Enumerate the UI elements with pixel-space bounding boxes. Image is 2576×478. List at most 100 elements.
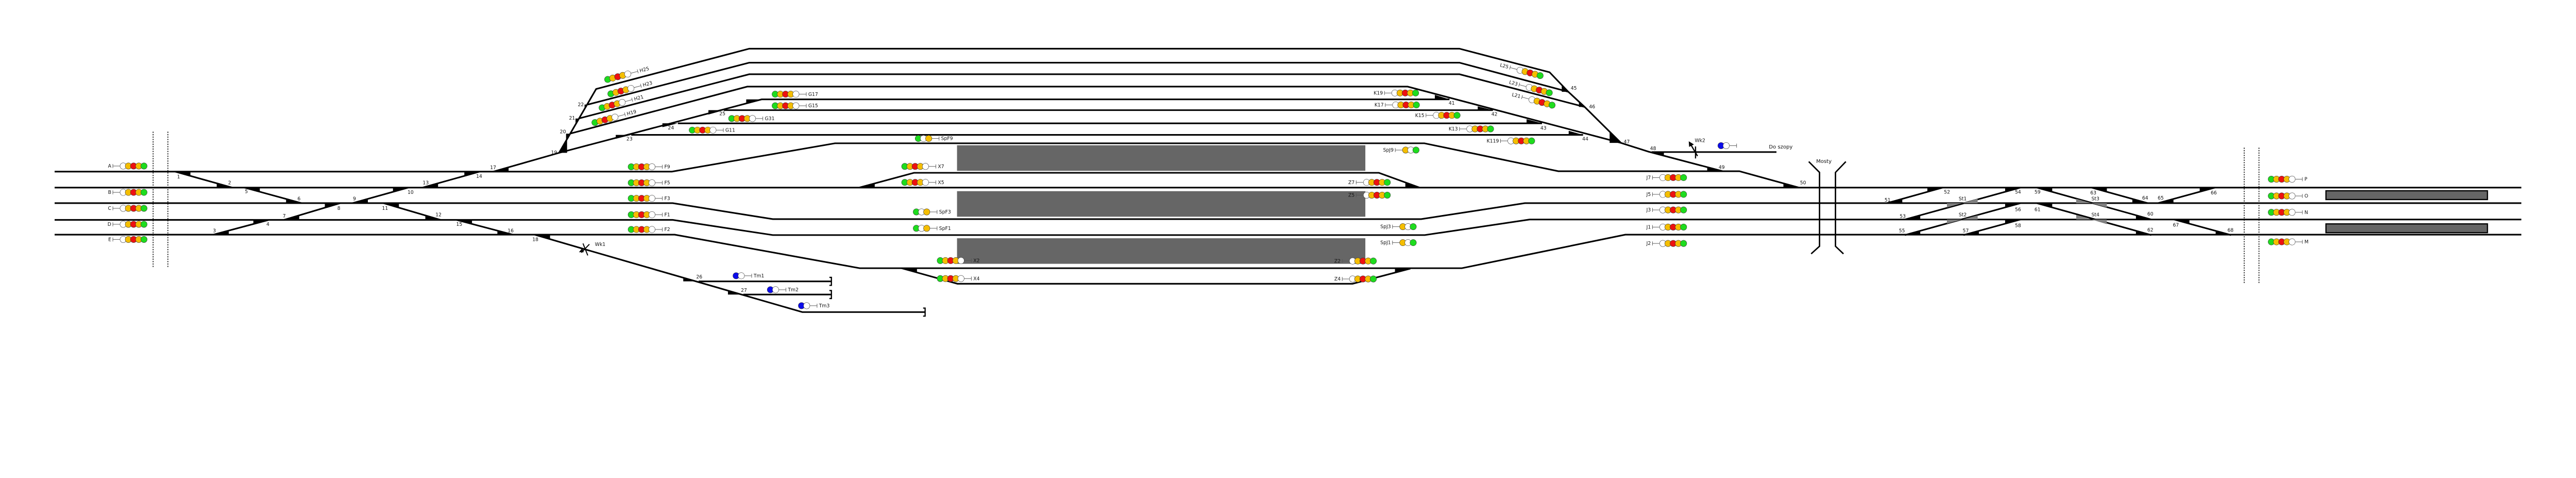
switch-27[interactable]: 27	[741, 288, 747, 293]
switch-59[interactable]: 59	[2035, 189, 2041, 195]
signal-f2[interactable]: F2	[628, 226, 670, 233]
signal-o[interactable]: O	[2268, 192, 2308, 200]
signal-tm1[interactable]: Tm1	[733, 272, 765, 279]
signal-n[interactable]: N	[2268, 209, 2308, 216]
signal-g17[interactable]: G17	[772, 91, 818, 98]
derailer-wk1-icon[interactable]	[579, 243, 590, 256]
switch-56[interactable]: 56	[2015, 207, 2021, 212]
signal-spf3[interactable]: SpF3	[913, 208, 951, 216]
signal-x4[interactable]: X4	[937, 275, 980, 282]
switch-53[interactable]: 53	[1900, 214, 1906, 220]
switch-45[interactable]: 45	[1571, 86, 1577, 91]
switch-10[interactable]: 10	[408, 190, 414, 195]
signal-j5[interactable]: J5	[1646, 191, 1687, 198]
signal-p[interactable]: P	[2268, 176, 2308, 183]
signal-j1[interactable]: J1	[1646, 223, 1687, 230]
signal-l23[interactable]: L23	[1509, 79, 1553, 96]
signal-f1[interactable]: F1	[628, 211, 670, 218]
switch-14[interactable]: 14	[476, 174, 482, 179]
switch-12[interactable]: 12	[435, 212, 442, 218]
signal-g15[interactable]: G15	[772, 102, 818, 109]
switch-21[interactable]: 21	[569, 116, 575, 121]
switch-17[interactable]: 17	[490, 165, 496, 171]
switch-48[interactable]: 48	[1650, 146, 1656, 152]
switch-2[interactable]: 2	[228, 180, 231, 186]
signal-z7[interactable]: Z7	[1348, 179, 1391, 186]
signal-x2[interactable]: X2	[937, 257, 980, 264]
signal-h25[interactable]: H25	[604, 65, 650, 84]
signal-k13[interactable]: K13	[1449, 125, 1494, 133]
signal-spj1[interactable]: SpJ1	[1380, 239, 1417, 246]
signal-spj9[interactable]: SpJ9	[1383, 146, 1419, 154]
signal-a[interactable]: A	[108, 162, 147, 170]
switch-57[interactable]: 57	[1963, 228, 1969, 234]
switch-67[interactable]: 67	[2173, 223, 2179, 228]
switch-9[interactable]: 9	[353, 196, 356, 202]
signal-f5[interactable]: F5	[628, 179, 670, 186]
switch-11[interactable]: 11	[382, 206, 388, 211]
switch-16[interactable]: 16	[507, 228, 514, 234]
signal-spf9[interactable]: SpF9	[914, 135, 953, 142]
signal-x7[interactable]: X7	[901, 163, 944, 170]
signal-k17[interactable]: K17	[1375, 102, 1420, 109]
signal-l21[interactable]: L21	[1511, 91, 1556, 109]
switch-26[interactable]: 26	[696, 274, 702, 280]
switch-25[interactable]: 25	[719, 111, 725, 117]
switch-55[interactable]: 55	[1899, 228, 1905, 234]
switch-41[interactable]: 41	[1449, 101, 1455, 106]
signal-h23[interactable]: H23	[607, 79, 653, 97]
signal-wk2sig[interactable]	[1718, 142, 1737, 150]
switch-58[interactable]: 58	[2015, 223, 2021, 228]
switch-18[interactable]: 18	[532, 237, 538, 242]
switch-24[interactable]: 24	[668, 125, 674, 131]
switch-43[interactable]: 43	[1540, 126, 1547, 131]
signal-h21[interactable]: H21	[598, 93, 645, 111]
switch-20[interactable]: 20	[560, 129, 566, 135]
switch-3[interactable]: 3	[213, 228, 216, 234]
signal-d[interactable]: D	[108, 221, 147, 228]
signal-z5[interactable]: Z5	[1348, 191, 1391, 199]
switch-23[interactable]: 23	[626, 136, 633, 142]
switch-15[interactable]: 15	[456, 222, 462, 227]
switch-13[interactable]: 13	[422, 180, 429, 186]
signal-j7[interactable]: J7	[1646, 174, 1687, 181]
signal-e[interactable]: E	[108, 236, 147, 243]
switch-44[interactable]: 44	[1582, 136, 1588, 142]
signal-b[interactable]: B	[108, 189, 147, 196]
switch-1[interactable]: 1	[177, 174, 180, 180]
signal-g31[interactable]: G31	[728, 115, 775, 122]
signal-k15[interactable]: K15	[1415, 112, 1461, 119]
switch-66[interactable]: 66	[2211, 190, 2217, 196]
switch-19[interactable]: 19	[551, 150, 557, 156]
signal-k19[interactable]: K19	[1374, 89, 1419, 96]
signal-l25[interactable]: L25	[1499, 62, 1544, 79]
switch-62[interactable]: 62	[2147, 227, 2154, 233]
switch-42[interactable]: 42	[1492, 111, 1498, 117]
signal-tm3[interactable]: Tm3	[798, 302, 830, 309]
switch-64[interactable]: 64	[2142, 195, 2148, 201]
switch-5[interactable]: 5	[245, 189, 248, 195]
signal-m[interactable]: M	[2268, 238, 2309, 245]
switch-49[interactable]: 49	[1719, 164, 1725, 170]
switch-54[interactable]: 54	[2015, 189, 2021, 195]
signal-z4[interactable]: Z4	[1334, 275, 1377, 283]
signal-x5[interactable]: X5	[901, 179, 944, 186]
switch-8[interactable]: 8	[337, 206, 341, 211]
derailer-wk2-icon[interactable]	[1688, 141, 1698, 159]
switch-47[interactable]: 47	[1624, 139, 1630, 145]
switch-7[interactable]: 7	[283, 213, 286, 219]
signal-z2[interactable]: Z2	[1334, 257, 1377, 265]
switch-52[interactable]: 52	[1944, 189, 1950, 195]
signal-j3[interactable]: J3	[1646, 206, 1687, 213]
signal-f9[interactable]: F9	[628, 163, 670, 171]
switch-22[interactable]: 22	[578, 102, 584, 108]
signal-c[interactable]: C	[108, 205, 147, 212]
switch-63[interactable]: 63	[2090, 190, 2096, 196]
switch-4[interactable]: 4	[266, 222, 269, 227]
switch-St1[interactable]: St1	[1959, 196, 1967, 202]
switch-50[interactable]: 50	[1800, 180, 1806, 186]
switch-68[interactable]: 68	[2227, 228, 2233, 234]
signal-j2[interactable]: J2	[1646, 240, 1687, 247]
switch-61[interactable]: 61	[2035, 207, 2041, 212]
switch-St4[interactable]: St4	[2092, 212, 2100, 218]
